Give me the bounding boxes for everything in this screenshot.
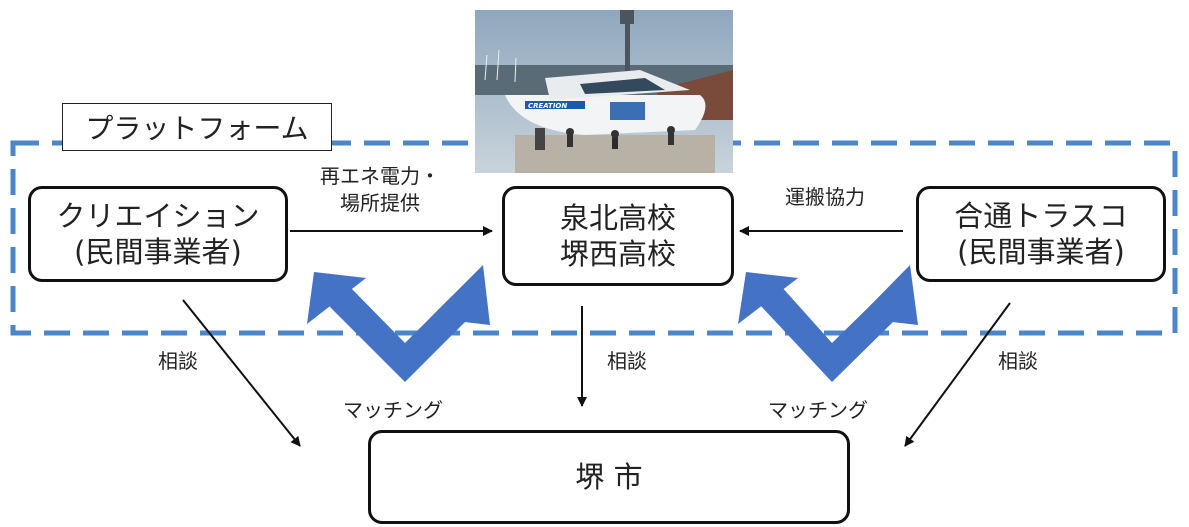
platform-label: プラットフォーム (62, 103, 332, 151)
edge-creation-to-city (182, 299, 301, 447)
svg-text:CREATION: CREATION (528, 102, 567, 110)
label-schools-to-city: 相談 (607, 349, 647, 373)
label-creation-to-city: 相談 (158, 349, 198, 373)
label-godo-to-city: 相談 (998, 349, 1038, 373)
label-creation-to-schools-line1: 再エネ電力・ (320, 164, 440, 188)
node-schools: 泉北高校 堺西高校 (502, 186, 734, 286)
node-schools-line1: 泉北高校 (559, 200, 676, 235)
edge-godo-to-city (904, 302, 1011, 447)
node-godo-type: (民間事業者) (957, 235, 1125, 269)
node-creation-name: クリエイション (56, 198, 260, 233)
label-godo-to-schools: 運搬協力 (785, 185, 865, 209)
label-creation-to-schools-line2: 場所提供 (340, 191, 420, 215)
node-godo: 合通トラスコ (民間事業者) (916, 186, 1166, 282)
node-city-name: 堺 市 (575, 459, 643, 494)
matching-arrow-right (738, 265, 918, 382)
platform-boundary (10, 140, 1178, 336)
node-schools-line2: 堺西高校 (559, 237, 676, 271)
event-photo: CREATION (475, 10, 733, 173)
node-godo-name: 合通トラスコ (954, 198, 1128, 233)
label-creation-to-schools: 再エネ電力・ 場所提供 (300, 163, 460, 217)
matching-arrow-left (307, 265, 490, 382)
node-city: 堺 市 (368, 430, 850, 524)
label-matching-left: マッチング (343, 398, 443, 422)
node-creation: クリエイション (民間事業者) (28, 186, 288, 282)
label-matching-right: マッチング (768, 398, 868, 422)
node-creation-type: (民間事業者) (74, 235, 242, 269)
